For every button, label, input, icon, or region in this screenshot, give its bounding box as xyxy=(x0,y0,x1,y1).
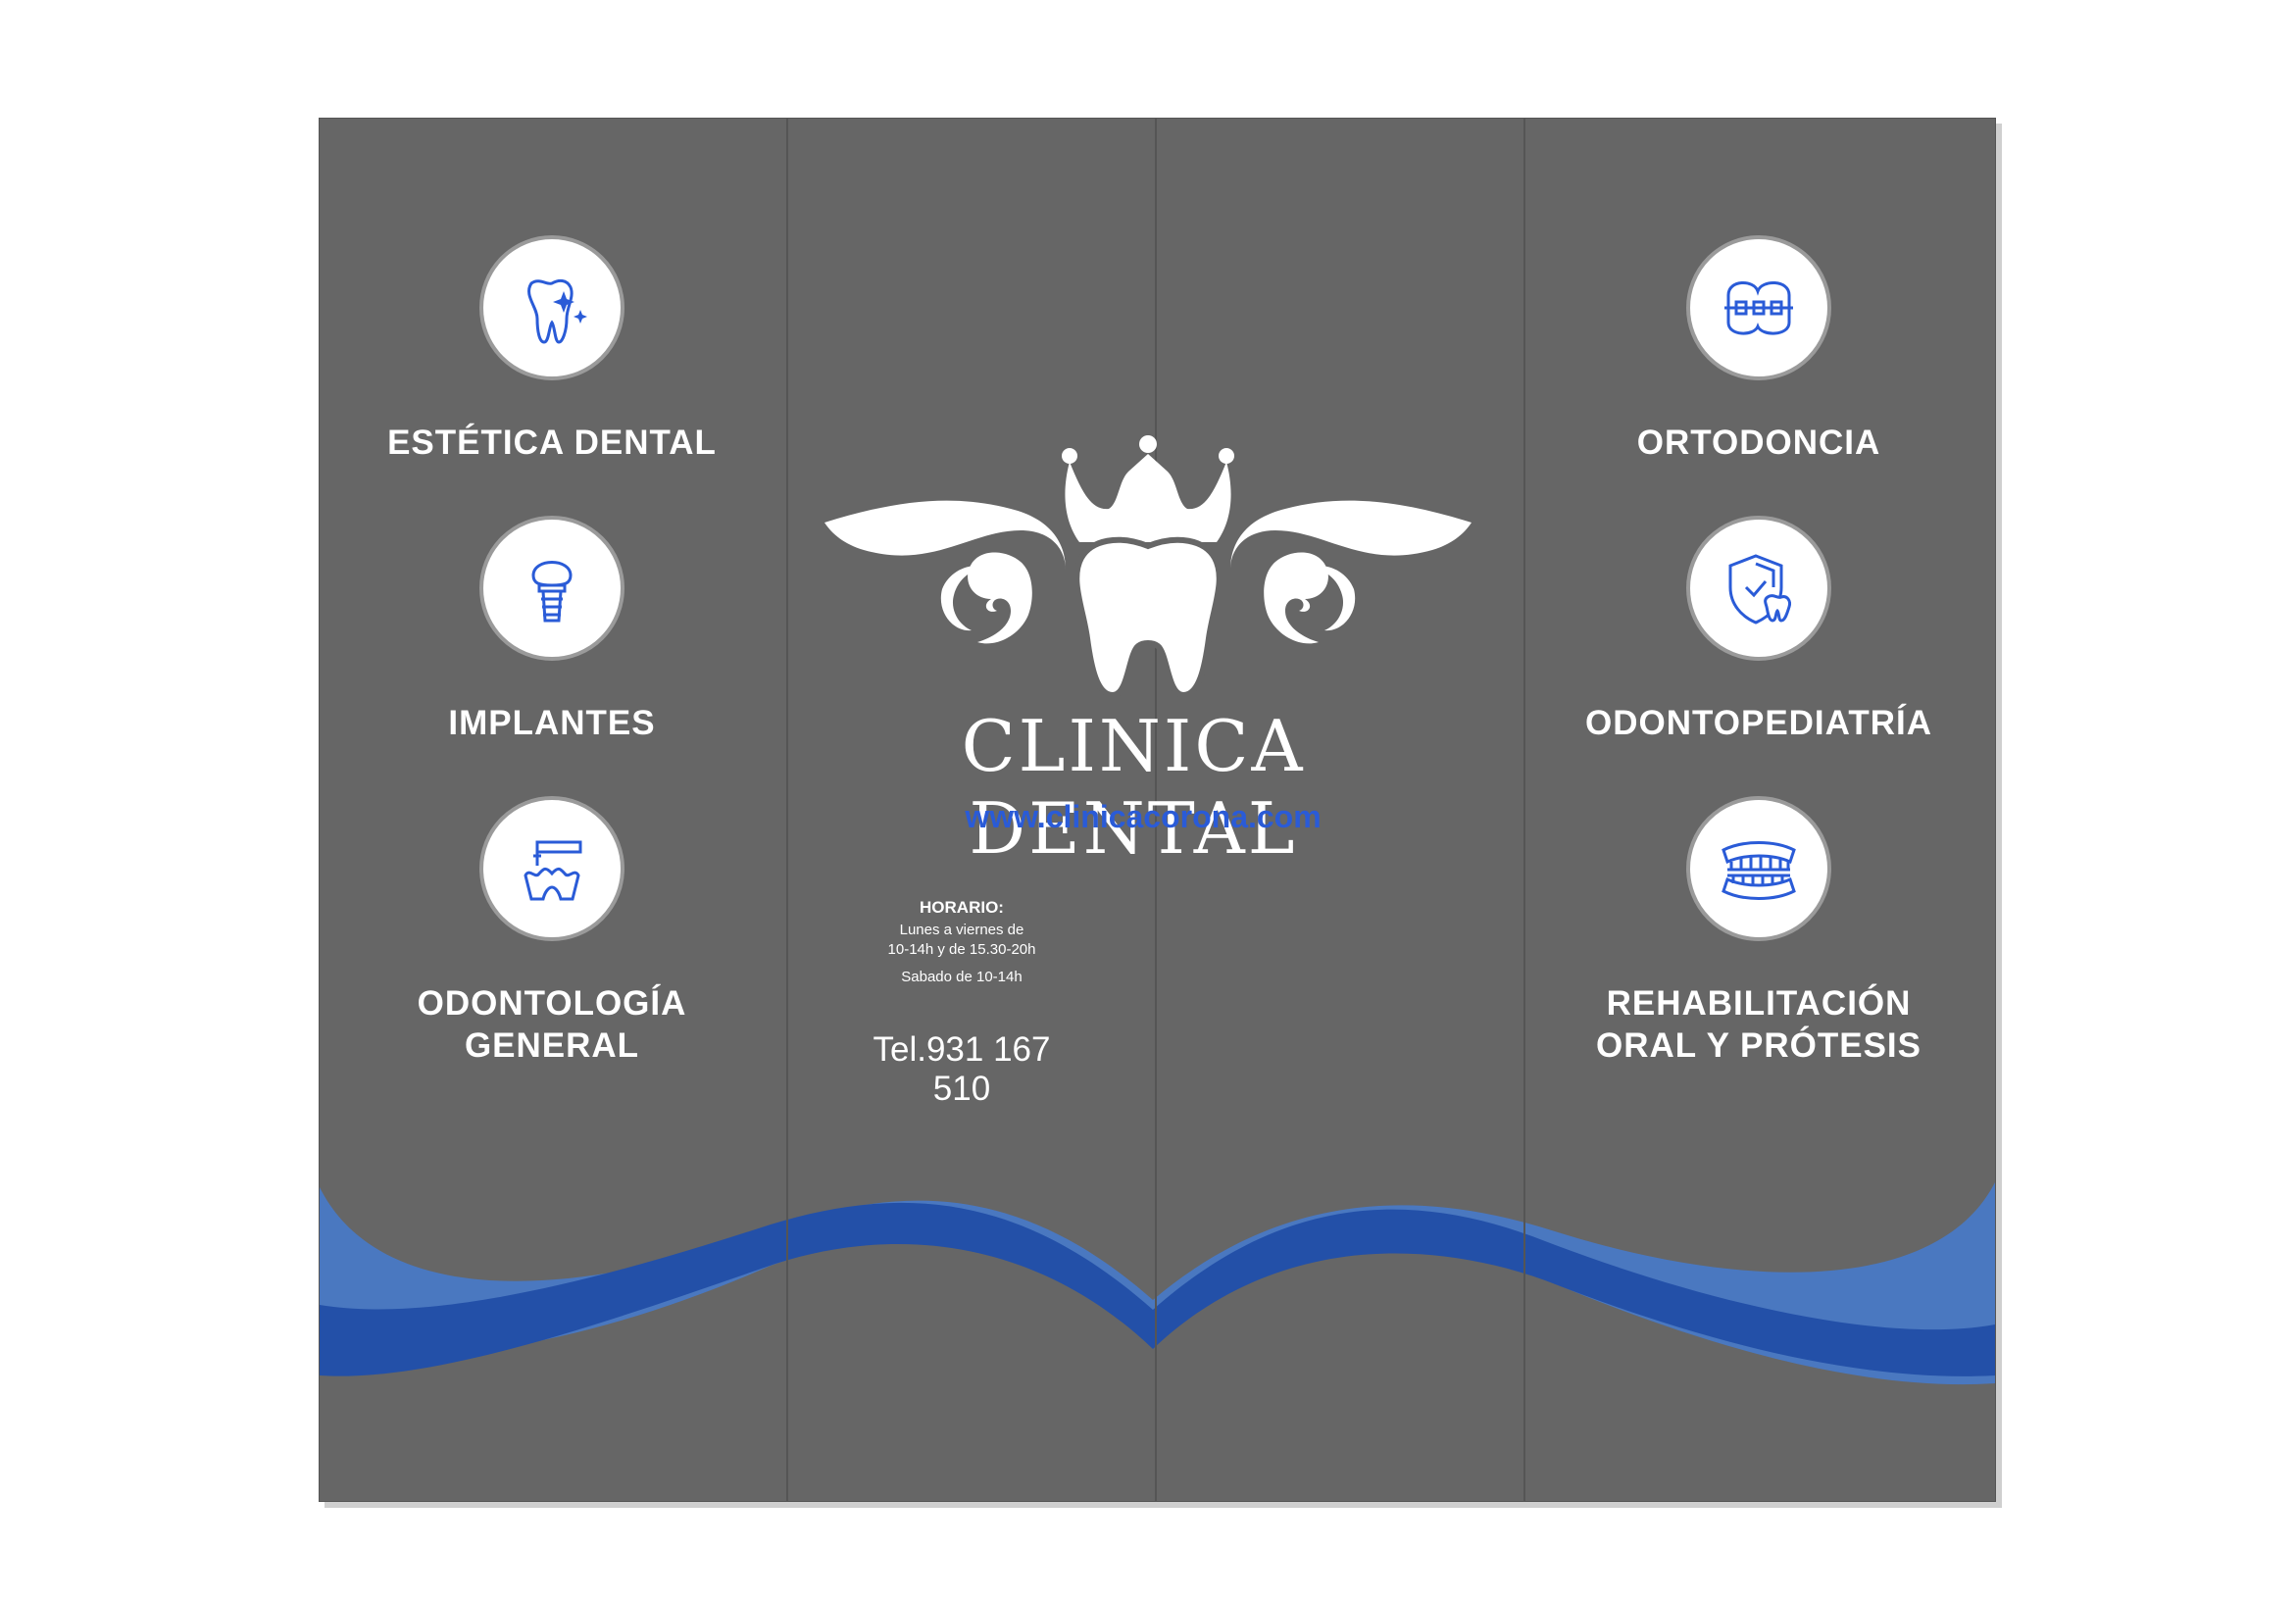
fold-line-1 xyxy=(786,119,788,1501)
service-label: ODONTOLOGÍA GENERAL xyxy=(417,984,687,1065)
shield-tooth-icon xyxy=(1686,516,1831,661)
phone-number[interactable]: Tel.931 167 510 xyxy=(873,1030,1051,1108)
website-link[interactable]: www.clinicacorona.com xyxy=(965,799,1322,834)
service-estetica: ESTÉTICA DENTAL xyxy=(346,235,758,464)
schedule-title: HORARIO: xyxy=(920,898,1004,917)
crown-tooth-logo xyxy=(824,435,1472,699)
service-implantes: IMPLANTES xyxy=(346,516,758,744)
service-label: REHABILITACIÓN ORAL Y PRÓTESIS xyxy=(1595,984,1922,1065)
dental-implant-icon xyxy=(479,516,624,661)
sparkling-tooth-icon xyxy=(479,235,624,380)
wave-decoration xyxy=(320,1182,1995,1385)
schedule-hours: 10-14h y de 15.30-20h xyxy=(887,941,1036,958)
service-ortodoncia: ORTODONCIA xyxy=(1553,235,1965,464)
schedule-weekdays: Lunes a viernes de xyxy=(899,922,1024,938)
service-label: ESTÉTICA DENTAL xyxy=(387,424,717,462)
service-label: ORTODONCIA xyxy=(1636,424,1881,462)
service-odontologia: ODONTOLOGÍA GENERAL xyxy=(346,796,758,1067)
denture-icon xyxy=(1686,796,1831,941)
service-label: IMPLANTES xyxy=(448,704,656,742)
schedule-block: HORARIO: Lunes a viernes de 10-14h y de … xyxy=(849,898,1074,985)
service-odontopediatria: ODONTOPEDIATRÍA xyxy=(1553,516,1965,744)
fold-line-2 xyxy=(1155,119,1157,1501)
fold-line-3 xyxy=(1523,119,1525,1501)
service-rehabilitacion: REHABILITACIÓN ORAL Y PRÓTESIS xyxy=(1553,796,1965,1067)
braces-icon xyxy=(1686,235,1831,380)
clinic-name: CLINICA DENTAL xyxy=(961,705,1306,870)
brochure: ESTÉTICA DENTAL IMPLANTES ODONTOLOGÍA GE… xyxy=(319,118,1996,1502)
service-label: ODONTOPEDIATRÍA xyxy=(1585,704,1932,742)
schedule-saturday: Sabado de 10-14h xyxy=(901,969,1023,985)
dental-drill-icon xyxy=(479,796,624,941)
